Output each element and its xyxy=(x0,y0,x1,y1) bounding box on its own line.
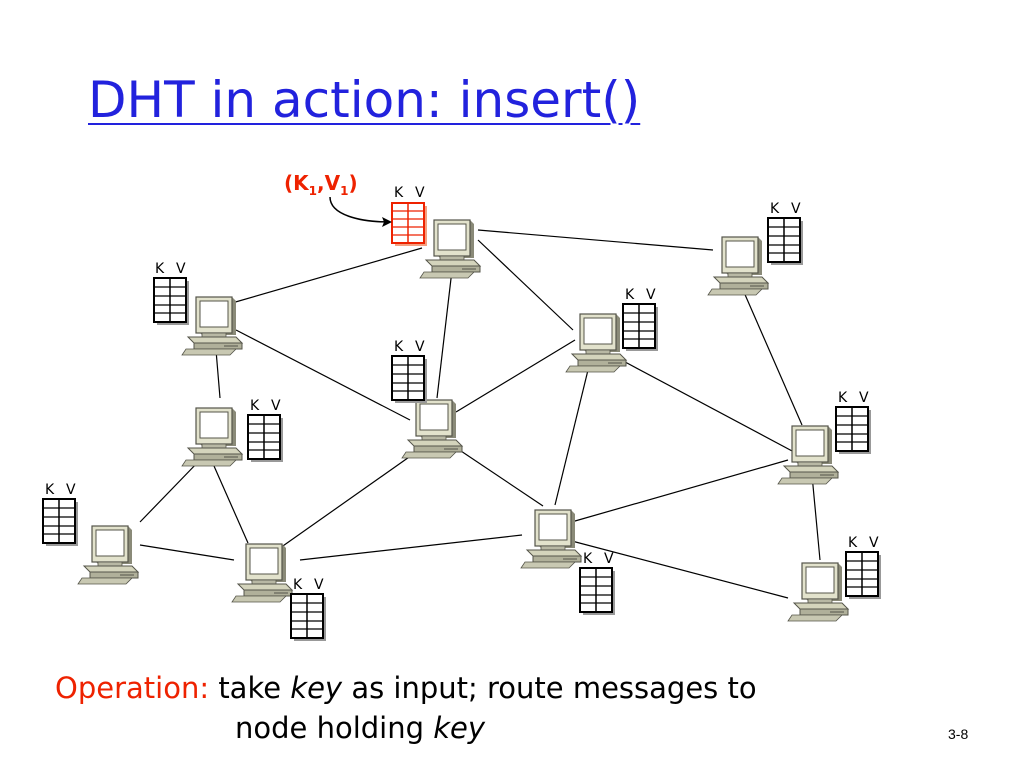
table-value-header: V xyxy=(859,390,869,406)
computer-icon xyxy=(181,407,243,467)
key-value-table-icon xyxy=(579,567,616,616)
table-value-header: V xyxy=(415,185,425,201)
caption-line-2: node holding key xyxy=(55,708,757,748)
link xyxy=(436,269,453,399)
key-value-table-icon xyxy=(290,593,327,642)
computer-icon xyxy=(565,313,627,373)
operation-caption: Operation: take key as input; route mess… xyxy=(55,668,757,748)
table-value-header: V xyxy=(791,201,801,217)
computer-icon xyxy=(419,219,481,279)
link xyxy=(811,474,821,561)
link xyxy=(742,289,803,426)
caption-key-word-2: key xyxy=(433,711,486,745)
table-key-header: K xyxy=(625,287,635,303)
table-key-header: K xyxy=(394,185,404,201)
link xyxy=(477,239,574,331)
link xyxy=(477,229,714,251)
key-value-table-icon xyxy=(835,406,872,455)
computer-icon xyxy=(520,509,582,569)
link xyxy=(611,354,795,453)
table-value-header: V xyxy=(604,551,614,567)
computer-icon xyxy=(777,425,839,485)
key-value-tables: K V K V K V K V K V K V K V K V K V K V … xyxy=(42,185,882,642)
link xyxy=(213,465,249,544)
key-value-table-icon xyxy=(845,551,882,600)
caption-text-take: take xyxy=(218,671,282,705)
table-key-header: K xyxy=(848,535,858,551)
caption-key-word: key xyxy=(290,671,343,705)
table-value-header: V xyxy=(271,398,281,414)
computer-icon xyxy=(181,296,243,356)
table-key-header: K xyxy=(838,390,848,406)
link xyxy=(235,329,411,421)
slide-title: DHT in action: insert() xyxy=(88,71,641,129)
table-key-header: K xyxy=(250,398,260,414)
computer-icon xyxy=(787,562,849,622)
key-value-table-icon xyxy=(391,355,428,404)
table-value-header: V xyxy=(314,577,324,593)
network-links xyxy=(139,229,821,599)
table-key-header: K xyxy=(45,482,55,498)
table-key-header: K xyxy=(293,577,303,593)
arrow-head xyxy=(382,217,392,227)
key-value-table-icon xyxy=(247,414,284,463)
link xyxy=(451,444,544,507)
network-nodes xyxy=(77,219,849,622)
table-key-header: K xyxy=(394,339,404,355)
computer-icon xyxy=(707,236,769,296)
key-value-table-icon xyxy=(391,202,428,247)
key-value-table-icon xyxy=(767,217,804,266)
caption-text-route: as input; route messages to xyxy=(351,671,757,705)
page-number: 3-8 xyxy=(948,726,969,742)
key-value-table-icon xyxy=(42,498,79,547)
link xyxy=(554,369,589,506)
inserted-pair-label: (K1,V1) xyxy=(284,171,358,198)
table-value-header: V xyxy=(646,287,656,303)
table-key-header: K xyxy=(583,551,593,567)
table-key-header: K xyxy=(155,261,165,277)
link xyxy=(139,544,235,561)
link xyxy=(139,459,201,523)
link xyxy=(567,459,789,524)
arrow-icon xyxy=(329,196,391,223)
table-value-header: V xyxy=(66,482,76,498)
table-value-header: V xyxy=(176,261,186,277)
link xyxy=(231,247,423,304)
computer-icon xyxy=(401,399,463,459)
link xyxy=(455,339,576,413)
table-value-header: V xyxy=(415,339,425,355)
link xyxy=(567,539,789,599)
link xyxy=(279,454,413,549)
link xyxy=(215,349,221,399)
table-key-header: K xyxy=(770,201,780,217)
computer-icon xyxy=(77,525,139,585)
key-value-table-icon xyxy=(622,303,659,352)
key-value-table-icon xyxy=(153,277,190,326)
table-value-header: V xyxy=(869,535,879,551)
caption-text-node: node holding xyxy=(235,711,425,745)
link xyxy=(299,534,523,561)
computer-icon xyxy=(231,543,293,603)
operation-label: Operation: xyxy=(55,671,210,705)
